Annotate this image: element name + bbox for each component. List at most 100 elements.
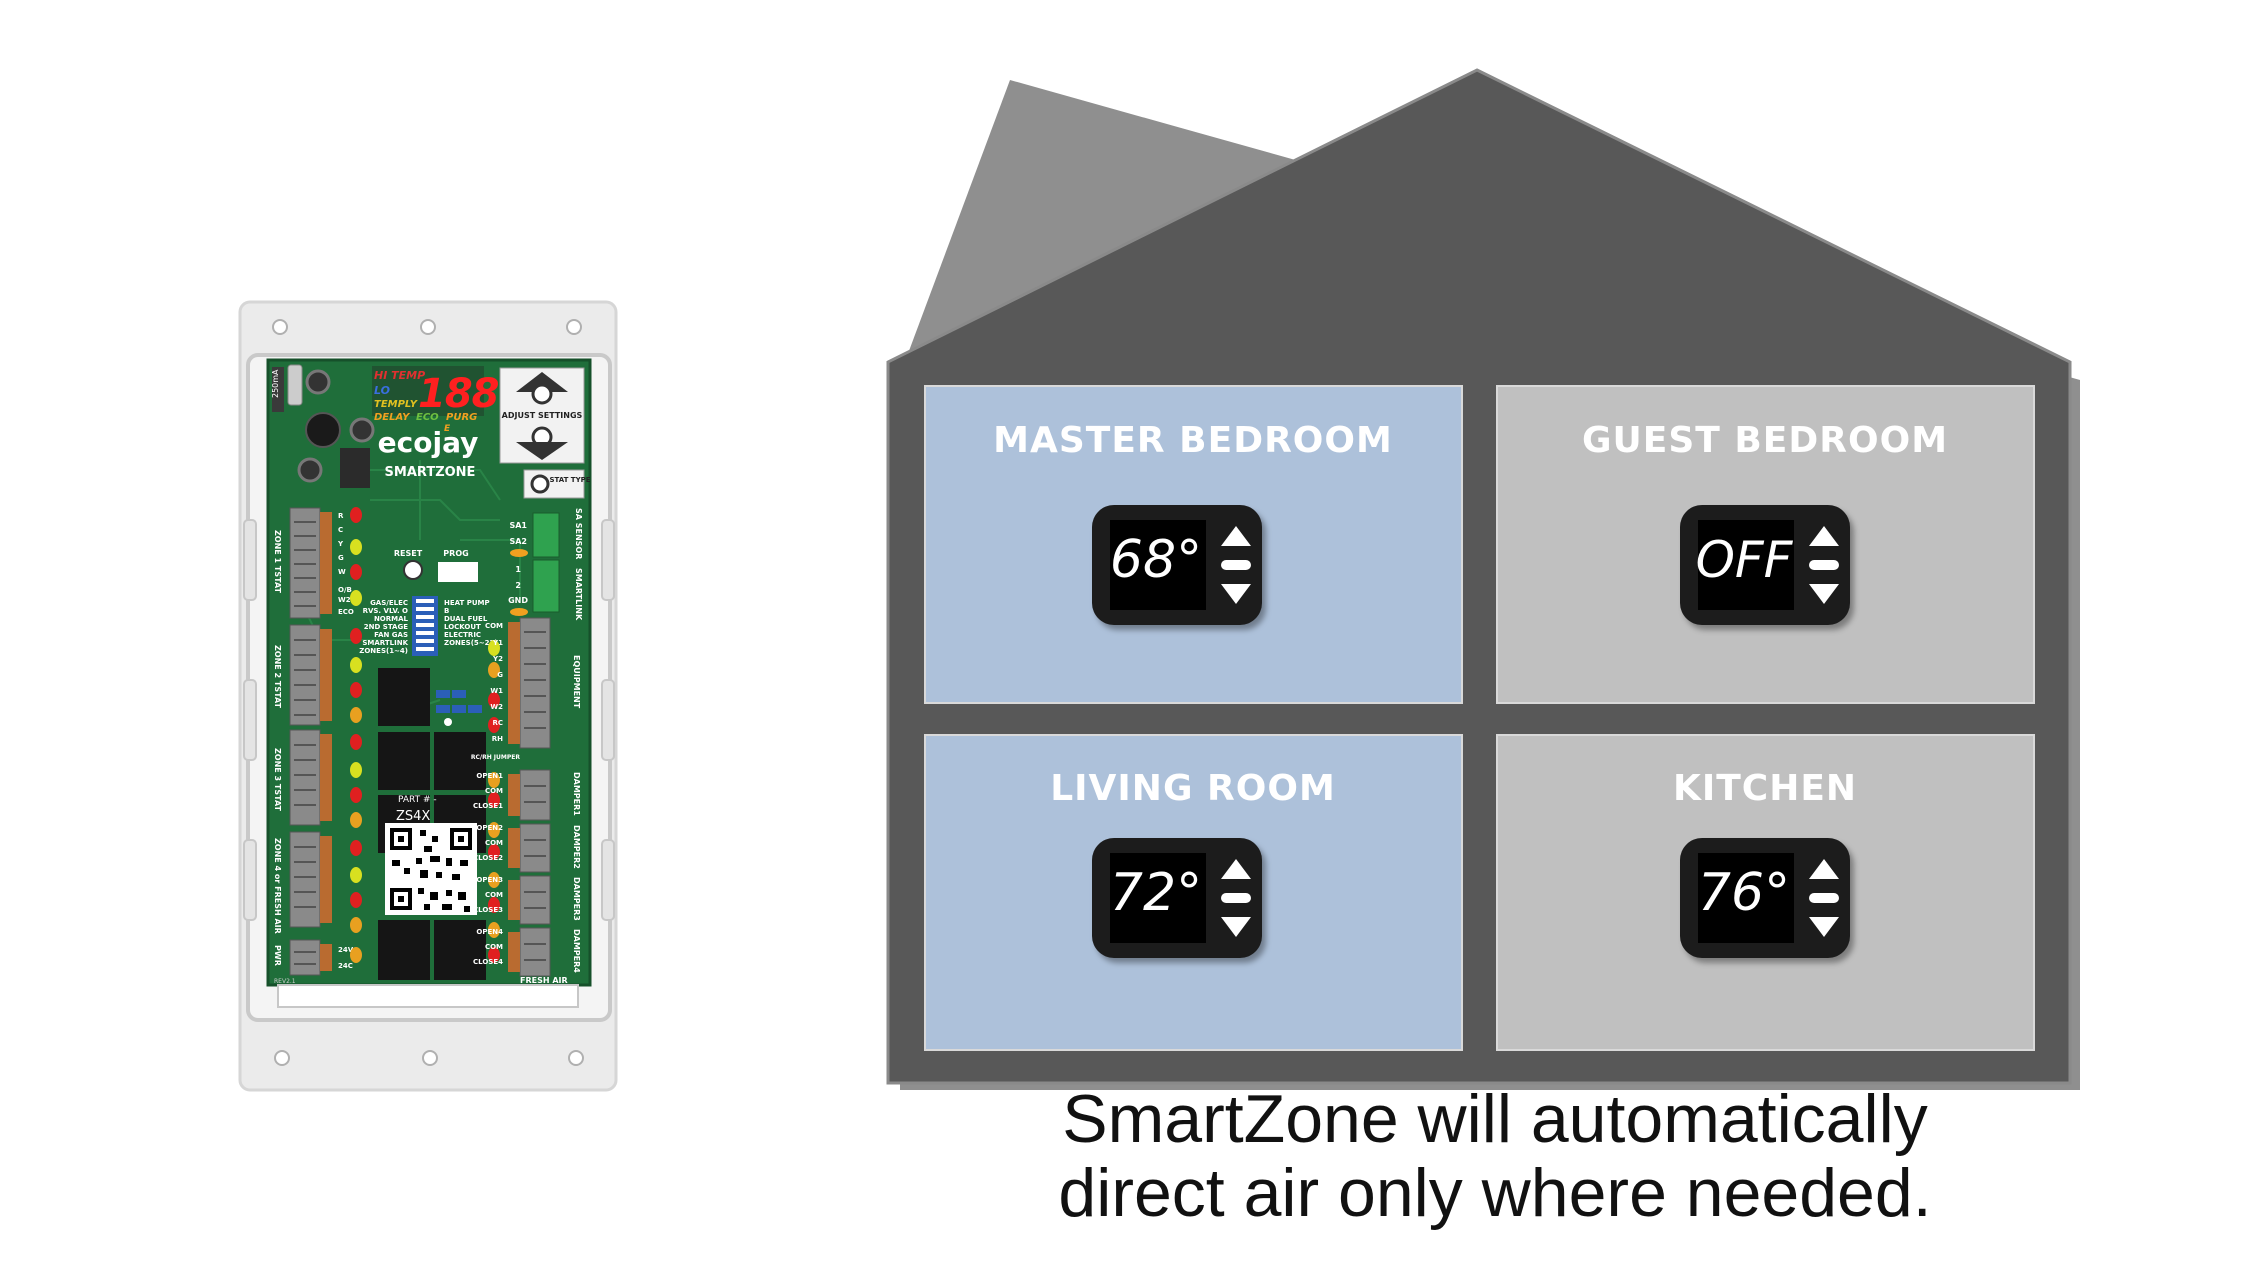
svg-text:OPEN2: OPEN2 — [476, 824, 503, 832]
down-arrow-icon[interactable] — [1809, 917, 1839, 937]
svg-text:W1: W1 — [490, 687, 503, 695]
svg-text:Y: Y — [337, 540, 344, 548]
status-temply: TEMPLY — [374, 399, 419, 410]
svg-text:RH: RH — [492, 735, 503, 743]
svg-text:DUAL FUEL: DUAL FUEL — [444, 615, 488, 623]
mode-button[interactable] — [1221, 893, 1251, 903]
svg-text:24C: 24C — [338, 962, 353, 970]
zone-terminal-blocks: ZONE 1 TSTAT ZONE 2 TSTAT ZONE 3 TSTAT Z… — [273, 507, 354, 976]
brand-logo: ecojay — [378, 426, 479, 459]
status-delay: DELAY — [374, 412, 411, 423]
svg-text:24V: 24V — [338, 946, 354, 954]
fuse-label: 250mA — [271, 369, 280, 398]
room-kitchen: KITCHEN 76° — [1496, 734, 2035, 1051]
svg-text:ZONES(5~22): ZONES(5~22) — [444, 639, 498, 647]
smartlink-label: SMARTLINK — [574, 568, 583, 621]
svg-text:RC/RH JUMPER: RC/RH JUMPER — [471, 754, 521, 761]
up-arrow-icon[interactable] — [1809, 526, 1839, 546]
svg-text:W: W — [338, 568, 346, 576]
thermostat-display: 68° — [1110, 530, 1202, 590]
down-arrow-icon[interactable] — [1221, 584, 1251, 604]
caption: SmartZone will automatically direct air … — [900, 1082, 2090, 1230]
revision-label: REV2.1 — [274, 978, 296, 985]
svg-text:Y2: Y2 — [492, 655, 503, 663]
caption-line-2: direct air only where needed. — [1058, 1155, 1932, 1231]
product-name: SMARTZONE — [385, 465, 476, 480]
status-purg: PURG — [446, 412, 477, 423]
mode-button[interactable] — [1809, 560, 1839, 570]
svg-text:1: 1 — [515, 565, 521, 574]
svg-text:G: G — [497, 671, 503, 679]
prog-header — [438, 562, 478, 582]
status-e: E — [444, 424, 451, 434]
part-number: ZS4X — [396, 809, 430, 824]
svg-text:NORMAL: NORMAL — [374, 615, 409, 623]
stat-type-label: STAT TYPE — [549, 476, 590, 484]
svg-text:OPEN3: OPEN3 — [476, 876, 503, 884]
zone1-label: ZONE 1 TSTAT — [273, 530, 282, 594]
up-arrow-icon[interactable] — [1809, 859, 1839, 879]
svg-text:SMARTLINK: SMARTLINK — [362, 639, 408, 647]
adjust-settings-panel: ADJUST SETTINGS — [499, 367, 585, 464]
zone3-label: ZONE 3 TSTAT — [273, 748, 282, 812]
room-master-bedroom: MASTER BEDROOM 68° — [924, 385, 1463, 704]
mode-button[interactable] — [1221, 560, 1251, 570]
svg-text:B: B — [444, 607, 449, 615]
svg-text:CLOSE2: CLOSE2 — [473, 854, 503, 862]
adjust-up-button[interactable] — [531, 383, 553, 405]
sa-sensor-label: SA SENSOR — [574, 508, 583, 559]
svg-text:Y1: Y1 — [492, 639, 503, 647]
svg-text:RC: RC — [492, 719, 503, 727]
svg-text:SA2: SA2 — [509, 537, 527, 546]
mode-button[interactable] — [1809, 893, 1839, 903]
svg-text:COM: COM — [485, 943, 503, 951]
equipment-label: EQUIPMENT — [572, 655, 581, 709]
svg-text:RVS. VLV. O: RVS. VLV. O — [363, 607, 408, 615]
room-name: MASTER BEDROOM — [993, 420, 1393, 461]
down-arrow-icon[interactable] — [1809, 584, 1839, 604]
svg-text:ECO: ECO — [338, 608, 354, 616]
svg-text:CLOSE1: CLOSE1 — [473, 802, 503, 810]
stat-type-button[interactable] — [530, 474, 550, 494]
svg-text:GAS/ELEC: GAS/ELEC — [370, 599, 408, 607]
reset-label: RESET — [394, 549, 423, 558]
damper4-label: DAMPER4 — [572, 929, 581, 973]
svg-text:LOCKOUT: LOCKOUT — [444, 623, 481, 631]
svg-text:OPEN4: OPEN4 — [476, 928, 503, 936]
damper1-label: DAMPER1 — [572, 772, 581, 816]
svg-text:CLOSE3: CLOSE3 — [473, 906, 503, 914]
status-lo: LO — [374, 384, 390, 397]
caption-line-1: SmartZone will automatically — [1062, 1081, 1928, 1157]
svg-text:G: G — [338, 554, 344, 562]
part-label: PART # - — [398, 795, 437, 805]
reset-button[interactable] — [403, 560, 423, 580]
sa-sensor-terminals: SA1 SA2 1 2 GND SA SENSOR SMARTLINK — [508, 508, 583, 621]
svg-text:C: C — [338, 526, 343, 534]
svg-text:2: 2 — [515, 581, 521, 590]
svg-text:W2: W2 — [338, 596, 351, 604]
display-digits: 188 — [418, 371, 499, 417]
svg-text:COM: COM — [485, 891, 503, 899]
zone2-label: ZONE 2 TSTAT — [273, 645, 282, 709]
svg-text:O/B: O/B — [338, 586, 352, 594]
house-diagram: MASTER BEDROOM 68° GUEST BEDROOM OFF — [886, 68, 2080, 1090]
svg-text:OPEN1: OPEN1 — [476, 772, 503, 780]
room-guest-bedroom: GUEST BEDROOM OFF — [1496, 385, 2035, 704]
up-arrow-icon[interactable] — [1221, 859, 1251, 879]
up-arrow-icon[interactable] — [1221, 526, 1251, 546]
zone-controller: 250mA HI TEMP LO TEMPLY DELAY ECO PURG E… — [238, 300, 618, 1092]
svg-text:ZONES(1~4): ZONES(1~4) — [359, 647, 408, 655]
qr-code-icon — [385, 823, 477, 915]
status-leds — [350, 507, 500, 963]
down-arrow-icon[interactable] — [1221, 917, 1251, 937]
fuse — [287, 364, 303, 406]
right-terminal-blocks: COM Y1 Y2 G W1 W2 RC RH RC/RH JUMPER OPE… — [274, 617, 581, 985]
damper2-label: DAMPER2 — [572, 825, 581, 869]
svg-text:CLOSE4: CLOSE4 — [473, 958, 503, 966]
svg-text:W2: W2 — [490, 703, 503, 711]
status-hi-temp: HI TEMP — [374, 369, 425, 382]
damper3-label: DAMPER3 — [572, 877, 581, 921]
thermostat-display: OFF — [1696, 531, 1794, 589]
down-arrow-icon — [516, 442, 568, 460]
